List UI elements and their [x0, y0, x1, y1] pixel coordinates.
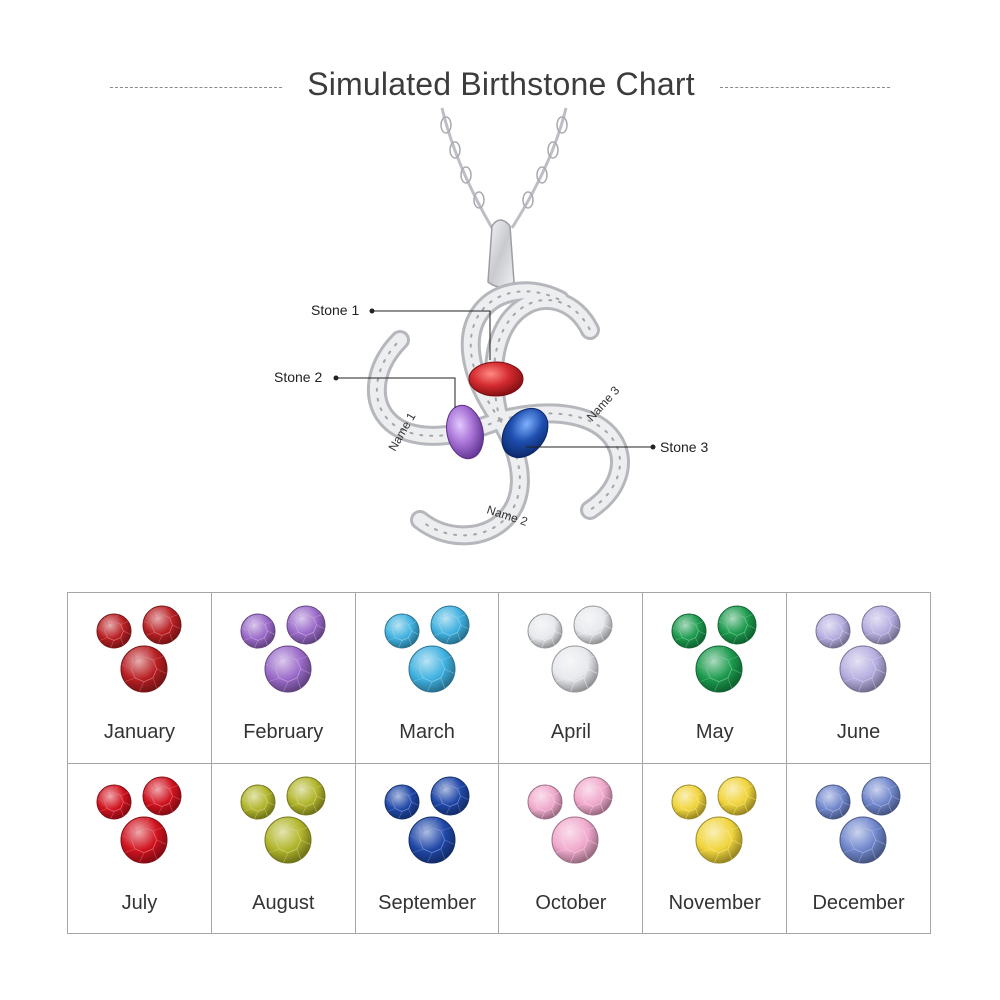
bail	[487, 219, 515, 288]
gem-cluster-icon	[240, 776, 326, 863]
month-label: October	[535, 891, 607, 914]
gem-right	[861, 776, 901, 815]
stone-3	[501, 407, 549, 459]
month-cell-november: November	[643, 763, 788, 934]
gem-right	[430, 605, 470, 645]
month-label: June	[836, 721, 881, 743]
gem-right	[717, 776, 757, 815]
gem-front	[408, 645, 456, 693]
title-divider-right	[720, 87, 890, 88]
chain	[440, 107, 568, 229]
month-label: August	[252, 891, 315, 914]
gem-cluster-icon	[527, 776, 613, 863]
gem-right	[573, 605, 613, 645]
month-label: March	[399, 721, 455, 743]
month-cell-september: September	[355, 763, 500, 934]
month-cell-april: April	[499, 593, 644, 764]
gem-left	[527, 613, 563, 649]
gem-front	[839, 816, 887, 863]
gem-cluster-icon	[671, 605, 757, 693]
pendant-swirl	[366, 281, 630, 546]
gem-cluster-icon	[815, 776, 901, 863]
gem-left	[240, 613, 276, 649]
gem-cluster-icon	[240, 605, 326, 693]
page-title: Simulated Birthstone Chart	[307, 66, 695, 102]
gem-left	[671, 613, 707, 649]
chain-links	[440, 116, 568, 209]
gem-right	[861, 605, 901, 645]
month-cell-july: July	[68, 763, 212, 934]
month-cell-february: February	[211, 593, 356, 764]
month-label: February	[243, 721, 324, 743]
gem-right	[717, 605, 757, 645]
gem-front	[695, 816, 743, 863]
gem-cluster-icon	[671, 776, 757, 863]
stone-2	[446, 404, 484, 460]
gem-left	[384, 784, 420, 819]
month-cell-august: August	[211, 763, 356, 934]
gem-front	[120, 816, 168, 863]
stone-1	[468, 361, 524, 397]
gem-cluster-icon	[527, 605, 613, 693]
callout-leaders	[336, 310, 653, 448]
callout-stone-1: Stone 1	[311, 302, 360, 318]
title-divider-left	[110, 87, 282, 88]
gem-right	[573, 776, 613, 815]
title-row: Simulated Birthstone Chart	[0, 62, 1000, 110]
gem-left	[96, 784, 132, 819]
gem-front	[408, 816, 456, 863]
month-cell-june: June	[787, 593, 931, 764]
gem-right	[142, 605, 182, 645]
month-label: December	[812, 891, 905, 914]
gem-front	[695, 645, 743, 693]
pendant-illustration: Name 1 Name 2 Name 3	[333, 107, 656, 546]
month-label: April	[550, 721, 591, 743]
gem-left	[96, 613, 132, 649]
gem-left	[671, 784, 707, 819]
gem-front	[264, 645, 312, 693]
gem-right	[286, 776, 326, 815]
callout-stone-3: Stone 3	[660, 439, 709, 455]
month-label: May	[695, 721, 734, 743]
gem-cluster-icon	[384, 776, 470, 863]
month-cell-january: January	[68, 593, 212, 764]
month-label: November	[668, 891, 761, 914]
gem-left	[384, 613, 420, 649]
gem-right	[142, 776, 182, 815]
month-label: January	[103, 721, 175, 743]
month-cell-march: March	[355, 593, 500, 764]
gem-left	[815, 613, 851, 649]
gem-right	[430, 776, 470, 815]
month-cell-december: December	[787, 763, 931, 934]
month-cell-october: October	[499, 763, 644, 934]
gem-front	[551, 645, 599, 693]
callout-stone-2: Stone 2	[274, 369, 323, 385]
gem-cluster-icon	[96, 605, 182, 693]
gem-front	[120, 645, 168, 693]
callout-dot-2	[333, 375, 339, 381]
gem-cluster-icon	[96, 776, 182, 863]
month-label: September	[378, 891, 476, 914]
gem-front	[264, 816, 312, 863]
month-cell-may: May	[643, 593, 788, 764]
gem-front	[839, 645, 887, 693]
callout-dot-3	[650, 444, 656, 450]
gem-left	[815, 784, 851, 819]
gem-right	[286, 605, 326, 645]
month-label: July	[121, 891, 158, 914]
gem-front	[551, 816, 599, 863]
gem-left	[527, 784, 563, 819]
gem-cluster-icon	[384, 605, 470, 693]
callout-dot-1	[369, 308, 375, 314]
gem-cluster-icon	[815, 605, 901, 693]
gem-left	[240, 784, 276, 819]
